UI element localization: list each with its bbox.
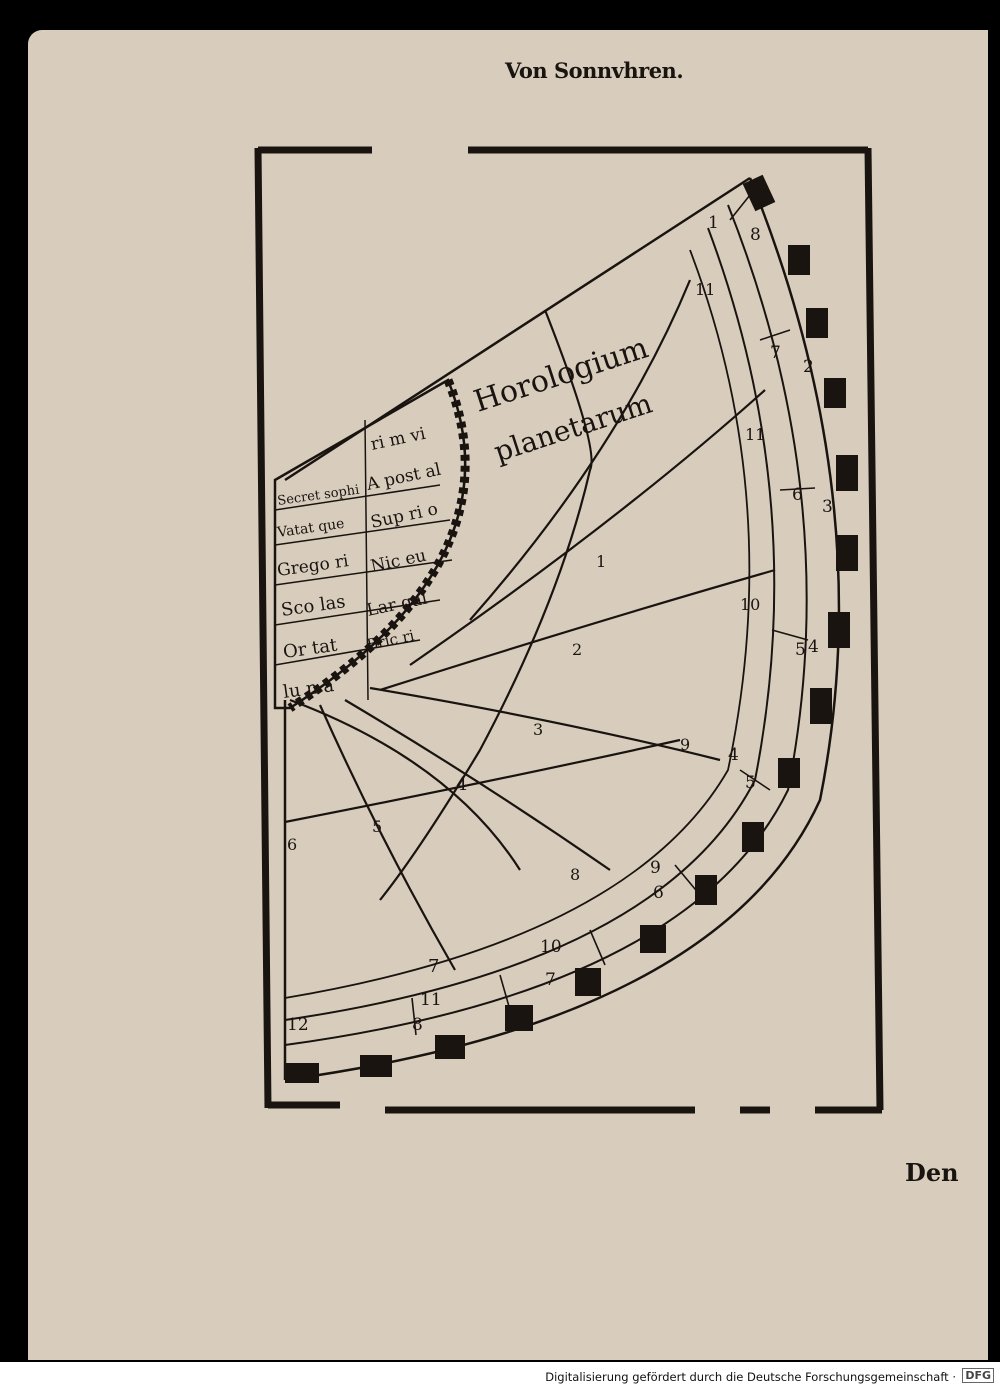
inner-hour-5: 5 bbox=[795, 640, 806, 660]
curve-label-8: 8 bbox=[570, 865, 580, 884]
diagram-frame bbox=[254, 146, 884, 1114]
table-right-5: Bric ri bbox=[365, 626, 416, 654]
inner-hour-6: 6 bbox=[792, 485, 803, 505]
outer-hour-8: 8 bbox=[412, 1015, 423, 1035]
curve-label-1: 1 bbox=[596, 552, 606, 571]
table-left-5: lu n a bbox=[282, 675, 336, 703]
outer-hour-1: 1 bbox=[708, 213, 719, 233]
catchword: Den bbox=[905, 1158, 959, 1187]
outer-hour-3: 3 bbox=[822, 497, 833, 517]
dfg-logo: DFG bbox=[962, 1368, 994, 1383]
curve-label-11b: 11 bbox=[745, 425, 765, 444]
table-left-3: Sco las bbox=[280, 591, 347, 621]
checker-band bbox=[285, 174, 858, 1083]
table-right-0: ri m vi bbox=[369, 424, 428, 455]
planet-table bbox=[273, 378, 470, 712]
table-left-1: Vatat que bbox=[275, 516, 345, 541]
curve-label-7: 7 bbox=[428, 956, 439, 977]
inner-hour-9: 9 bbox=[650, 858, 661, 878]
table-right-2: Sup ri o bbox=[369, 499, 440, 533]
outer-hour-12: 12 bbox=[287, 1015, 309, 1035]
outer-hour-5: 5 bbox=[745, 773, 756, 793]
hour-dividers bbox=[411, 194, 816, 1036]
table-right-3: Nic eu bbox=[369, 546, 428, 577]
table-left-4: Or tat bbox=[282, 634, 339, 662]
curve-label-5: 5 bbox=[372, 817, 382, 836]
outer-hour-6: 6 bbox=[653, 883, 664, 903]
outer-hour-2: 2 bbox=[803, 357, 814, 377]
curve-label-3: 3 bbox=[533, 720, 543, 739]
curve-label-6: 6 bbox=[287, 835, 297, 854]
curve-label-9: 9 bbox=[680, 735, 690, 754]
curve-label-4: 4 bbox=[456, 774, 467, 795]
inner-hour-8: 8 bbox=[750, 225, 761, 245]
curve-label-2: 2 bbox=[572, 640, 582, 659]
page-header: Von Sonnvhren. bbox=[505, 58, 684, 83]
inner-hour-7: 7 bbox=[770, 343, 781, 363]
hour-curves bbox=[284, 279, 776, 971]
table-right-1: A post al bbox=[364, 460, 443, 495]
dial-arcs bbox=[283, 176, 841, 1082]
inner-hour-4b: 4 bbox=[728, 745, 739, 765]
outer-hour-4: 4 bbox=[808, 637, 819, 657]
outer-hour-7: 7 bbox=[545, 970, 556, 990]
curve-label-10: 10 bbox=[740, 595, 760, 614]
curve-label-11: 11 bbox=[695, 280, 715, 299]
inner-hour-10: 10 bbox=[540, 937, 562, 957]
footer-bar: Digitalisierung gefördert durch die Deut… bbox=[0, 1362, 1000, 1391]
inner-hour-11: 11 bbox=[420, 990, 442, 1010]
table-left-0: Secret sophi bbox=[276, 483, 360, 509]
funding-text: Digitalisierung gefördert durch die Deut… bbox=[545, 1370, 956, 1384]
